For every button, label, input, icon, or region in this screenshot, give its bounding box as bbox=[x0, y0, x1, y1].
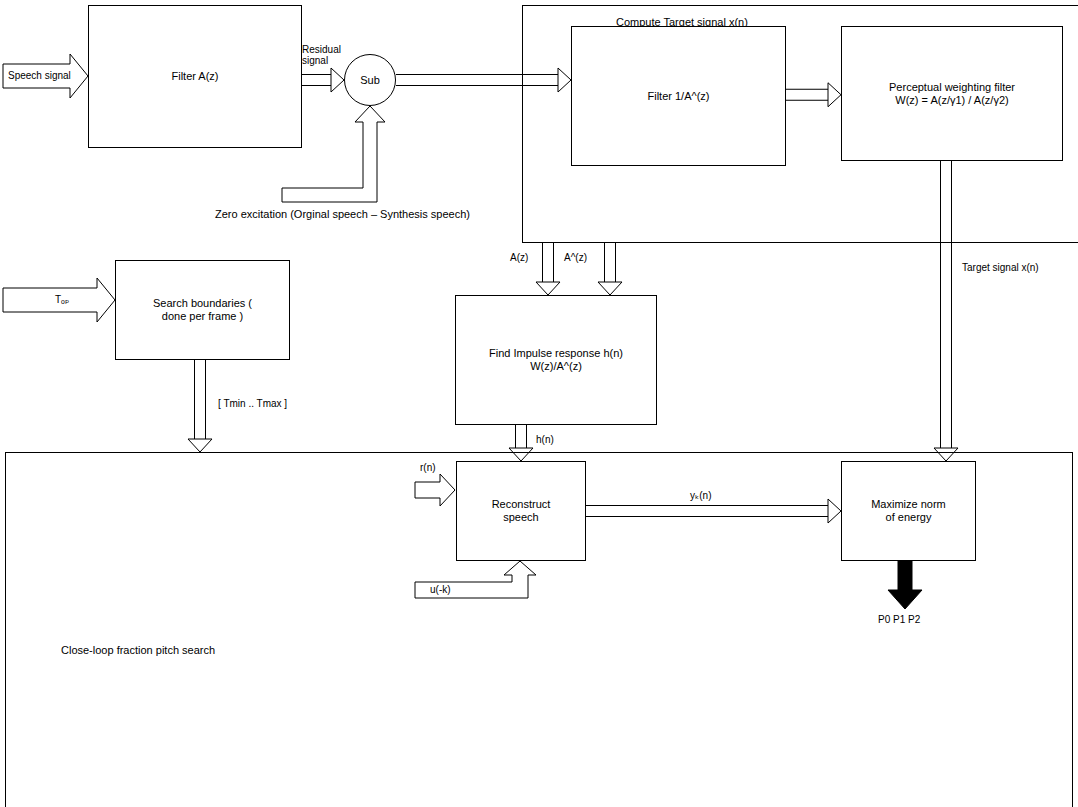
input-arrow bbox=[3, 278, 115, 322]
signal-connector bbox=[586, 499, 841, 523]
box-label: Filter A(z) bbox=[171, 70, 218, 83]
box-label: Maximize norm of energy bbox=[869, 498, 949, 524]
arrow-head bbox=[188, 439, 212, 452]
connector-fill bbox=[516, 425, 526, 449]
label-slot: A(z) bbox=[510, 252, 528, 263]
connector-outline bbox=[786, 89, 829, 101]
label-slot: Tₒₚ bbox=[55, 294, 69, 305]
connector-outline bbox=[302, 74, 332, 86]
arrow-head bbox=[331, 68, 344, 92]
box-label: Search boundaries ( done per frame ) bbox=[153, 297, 253, 323]
label-slot: P0 P1 P2 bbox=[878, 614, 920, 625]
label-slot: r(n) bbox=[420, 462, 436, 473]
box-label: Filter 1/A^(z) bbox=[648, 90, 710, 103]
arrow-head bbox=[536, 282, 560, 295]
process-box: Reconstruct speech bbox=[456, 461, 586, 561]
box-label: Find Impulse response h(n) W(z)/A^(z) bbox=[486, 347, 626, 373]
signal-label: yₖ(n) bbox=[690, 490, 711, 501]
process-box: Perceptual weighting filter W(z) = A(z/γ… bbox=[841, 26, 1063, 161]
signal-label: Target signal x(n) bbox=[962, 262, 1039, 273]
connector-fill bbox=[302, 75, 332, 85]
connector-fill bbox=[195, 360, 205, 440]
connector-outline bbox=[604, 243, 616, 283]
connector-outline bbox=[940, 161, 952, 449]
connector-fill bbox=[786, 90, 829, 100]
connector-fill bbox=[586, 506, 829, 516]
signal-label: r(n) bbox=[420, 462, 436, 473]
label-slot: Residual signal bbox=[302, 44, 346, 66]
process-box: Find Impulse response h(n) W(z)/A^(z) bbox=[455, 295, 657, 425]
signal-label: [ Tmin .. Tmax ] bbox=[218, 398, 287, 409]
connector-outline bbox=[515, 425, 527, 449]
label-slot: [ Tmin .. Tmax ] bbox=[218, 398, 287, 409]
signal-label: Tₒₚ bbox=[55, 294, 69, 305]
label-slot: Speech signal bbox=[8, 70, 71, 81]
signal-connector bbox=[509, 425, 533, 461]
signal-connector bbox=[786, 83, 841, 107]
signal-connector bbox=[598, 243, 622, 295]
label-slot: Target signal x(n) bbox=[962, 262, 1039, 273]
label-slot: A^(z) bbox=[564, 252, 587, 263]
label-slot: Zero excitation (Orginal speech – Synthe… bbox=[215, 209, 470, 220]
arrow-head bbox=[509, 448, 533, 461]
process-box: Search boundaries ( done per frame ) bbox=[115, 260, 290, 360]
connector-outline bbox=[542, 243, 554, 283]
process-box: Filter A(z) bbox=[88, 5, 302, 148]
operator-circle: Sub bbox=[344, 54, 396, 106]
label-slot: u(-k) bbox=[430, 584, 451, 595]
signal-label: Residual signal bbox=[302, 44, 346, 66]
process-box: Maximize norm of energy bbox=[841, 461, 976, 561]
output-arrow bbox=[888, 561, 922, 609]
connector-fill bbox=[543, 243, 553, 283]
arrow-head bbox=[828, 499, 841, 523]
arrow-head bbox=[828, 83, 841, 107]
input-arrow bbox=[415, 561, 536, 598]
box-label: Perceptual weighting filter W(z) = A(z/γ… bbox=[877, 81, 1027, 107]
signal-connector bbox=[934, 161, 958, 461]
box-label: Reconstruct speech bbox=[476, 498, 566, 524]
process-box: Filter 1/A^(z) bbox=[571, 26, 786, 166]
group-title: Close-loop fraction pitch search bbox=[61, 644, 215, 657]
connector-outline bbox=[586, 505, 829, 517]
signal-connector bbox=[396, 68, 571, 92]
connector-fill bbox=[605, 243, 615, 283]
signal-connector bbox=[536, 243, 560, 295]
label-slot: h(n) bbox=[536, 434, 554, 445]
input-arrow bbox=[3, 54, 88, 98]
signal-label: Speech signal bbox=[8, 70, 71, 81]
label-slot: yₖ(n) bbox=[690, 490, 711, 501]
signal-label: Zero excitation (Orginal speech – Synthe… bbox=[215, 209, 470, 220]
signal-connector bbox=[302, 68, 344, 92]
signal-connector bbox=[188, 360, 212, 452]
signal-label: A(z) bbox=[510, 252, 528, 263]
arrow-head bbox=[558, 68, 571, 92]
arrow-head bbox=[934, 448, 958, 461]
connector-outline bbox=[194, 360, 206, 440]
box-label: Sub bbox=[360, 74, 380, 87]
signal-label: A^(z) bbox=[564, 252, 587, 263]
arrow-head bbox=[598, 282, 622, 295]
connector-outline bbox=[396, 74, 559, 86]
group-band: Close-loop fraction pitch search Reconstr… bbox=[5, 452, 1073, 807]
input-arrow bbox=[415, 474, 455, 506]
signal-label: P0 P1 P2 bbox=[878, 614, 920, 625]
connector-fill bbox=[396, 75, 559, 85]
group-band: Compute Target signal x(n)Filter 1/A^(z)… bbox=[522, 5, 1078, 243]
connector-fill bbox=[941, 161, 951, 449]
signal-label: u(-k) bbox=[430, 584, 451, 595]
signal-label: h(n) bbox=[536, 434, 554, 445]
